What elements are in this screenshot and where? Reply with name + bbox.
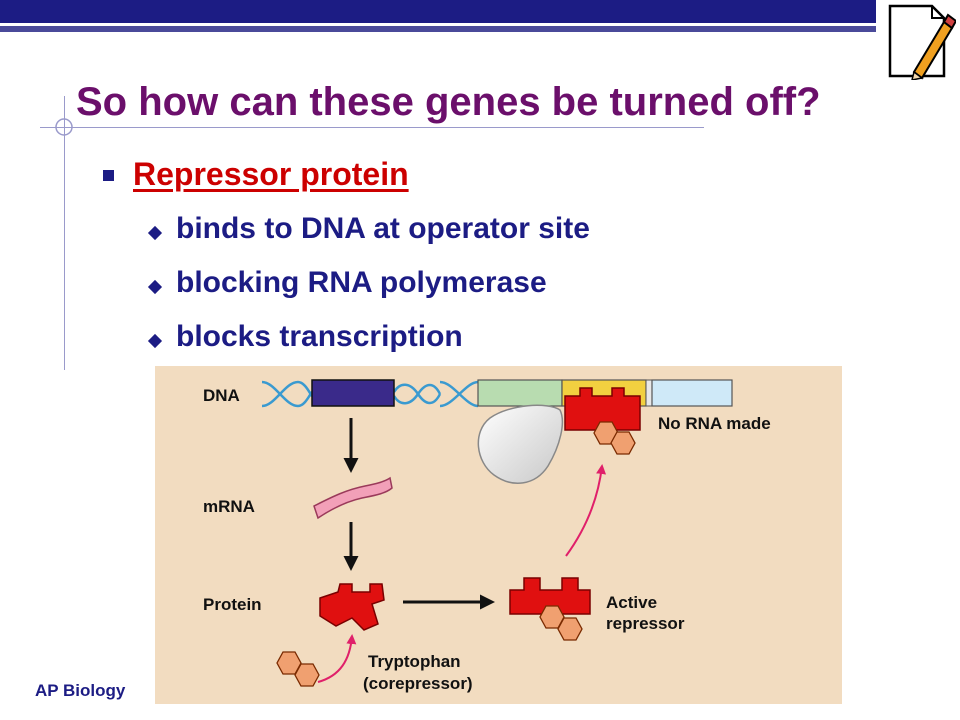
label-active: Active bbox=[606, 593, 657, 612]
sub-bullet-3: blocks transcription bbox=[176, 320, 463, 353]
bound-repressor bbox=[564, 387, 641, 431]
bullet-heading: Repressor protein bbox=[133, 156, 409, 192]
label-protein: Protein bbox=[203, 595, 262, 614]
active-tryptophan bbox=[557, 617, 583, 641]
rna-polymerase bbox=[477, 404, 564, 484]
header-bar bbox=[0, 0, 876, 23]
diamond-bullet-icon bbox=[147, 333, 163, 349]
header-bar-accent bbox=[0, 26, 876, 32]
label-mrna: mRNA bbox=[203, 497, 255, 516]
decorative-horizontal-rule bbox=[40, 127, 704, 128]
footer-label: AP Biology bbox=[35, 681, 126, 700]
slide-title: So how can these genes be turned off? bbox=[76, 80, 821, 124]
regulatory-gene bbox=[311, 379, 395, 407]
label-tryptophan: Tryptophan bbox=[368, 652, 461, 671]
curved-arrow-to-operator bbox=[565, 464, 607, 557]
promoter-region bbox=[477, 379, 563, 407]
structural-genes bbox=[651, 379, 733, 407]
label-no-rna-made: No RNA made bbox=[658, 414, 771, 433]
active-repressor bbox=[509, 577, 591, 615]
label-repressor: repressor bbox=[606, 614, 685, 633]
diamond-bullet-icon bbox=[147, 225, 163, 241]
label-dna: DNA bbox=[203, 386, 240, 405]
curved-arrow-binding bbox=[317, 634, 357, 683]
square-bullet-icon bbox=[103, 170, 114, 181]
gene-boundary bbox=[645, 379, 653, 407]
crosshair-icon bbox=[55, 118, 73, 136]
trp-repressor-diagram: DNA mRNA Protein Tryptophan (corepressor… bbox=[155, 366, 842, 704]
inactive-repressor bbox=[319, 583, 385, 631]
dna-helix bbox=[261, 380, 479, 408]
mrna-strand bbox=[313, 476, 393, 520]
pencil-note-icon bbox=[888, 4, 956, 80]
free-tryptophan bbox=[294, 663, 320, 687]
diamond-bullet-icon bbox=[147, 279, 163, 295]
label-corepressor: (corepressor) bbox=[363, 674, 473, 693]
bound-tryptophan bbox=[610, 431, 636, 455]
sub-bullet-1: binds to DNA at operator site bbox=[176, 212, 590, 245]
decorative-vertical-rule bbox=[64, 96, 65, 370]
sub-bullet-2: blocking RNA polymerase bbox=[176, 266, 547, 299]
